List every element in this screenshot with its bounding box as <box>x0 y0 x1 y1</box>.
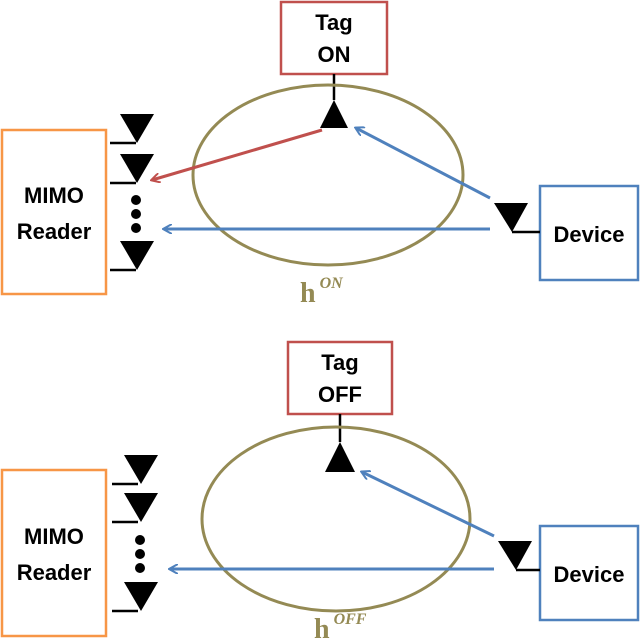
tag-on-label-line1: Tag <box>315 10 352 35</box>
channel-region-on <box>191 83 465 267</box>
channel-on-sup: ON <box>320 275 345 292</box>
tag-off-label-line2: OFF <box>318 382 362 407</box>
reader-bottom-box: MIMO Reader <box>0 468 108 638</box>
tag-off-label-line1: Tag <box>321 350 358 375</box>
tag-on-label-line2: ON <box>318 42 351 67</box>
channel-on-base: h <box>300 278 316 309</box>
reader-bottom-label-line2: Reader <box>17 560 92 585</box>
arrow-device-to-tag <box>356 128 491 200</box>
channel-off-base: h <box>314 614 330 642</box>
panel-tag-off: Tag OFF MIMO Reader <box>0 340 640 642</box>
channel-label-on: h ON <box>300 275 344 309</box>
reader-bottom-antenna-array-icon <box>112 455 158 613</box>
tag-off-antenna-icon <box>325 414 355 472</box>
device-bottom-antenna-icon <box>498 541 540 572</box>
device-top-box: Device <box>538 184 640 282</box>
reader-bottom-label-line1: MIMO <box>24 524 84 549</box>
tag-on-box: Tag ON <box>279 0 389 76</box>
panel-tag-on: Tag ON MIMO Reader <box>0 0 640 309</box>
reader-top-antenna-array-icon <box>110 114 154 272</box>
device-bottom-label: Device <box>554 562 625 587</box>
channel-off-sup: OFF <box>334 611 367 628</box>
device-bottom-box: Device <box>538 524 640 622</box>
tag-on-antenna-icon <box>320 74 348 128</box>
channel-region-off <box>200 425 472 613</box>
channel-label-off: h OFF <box>314 611 367 642</box>
reader-top-box: MIMO Reader <box>0 128 108 296</box>
device-top-label: Device <box>554 222 625 247</box>
arrow-device-to-tag-off <box>362 472 495 538</box>
reader-top-label-line2: Reader <box>17 219 92 244</box>
tag-off-box: Tag OFF <box>286 340 394 416</box>
reader-top-label-line1: MIMO <box>24 183 84 208</box>
arrow-tag-to-reader <box>152 128 323 180</box>
device-top-antenna-icon <box>494 203 540 234</box>
